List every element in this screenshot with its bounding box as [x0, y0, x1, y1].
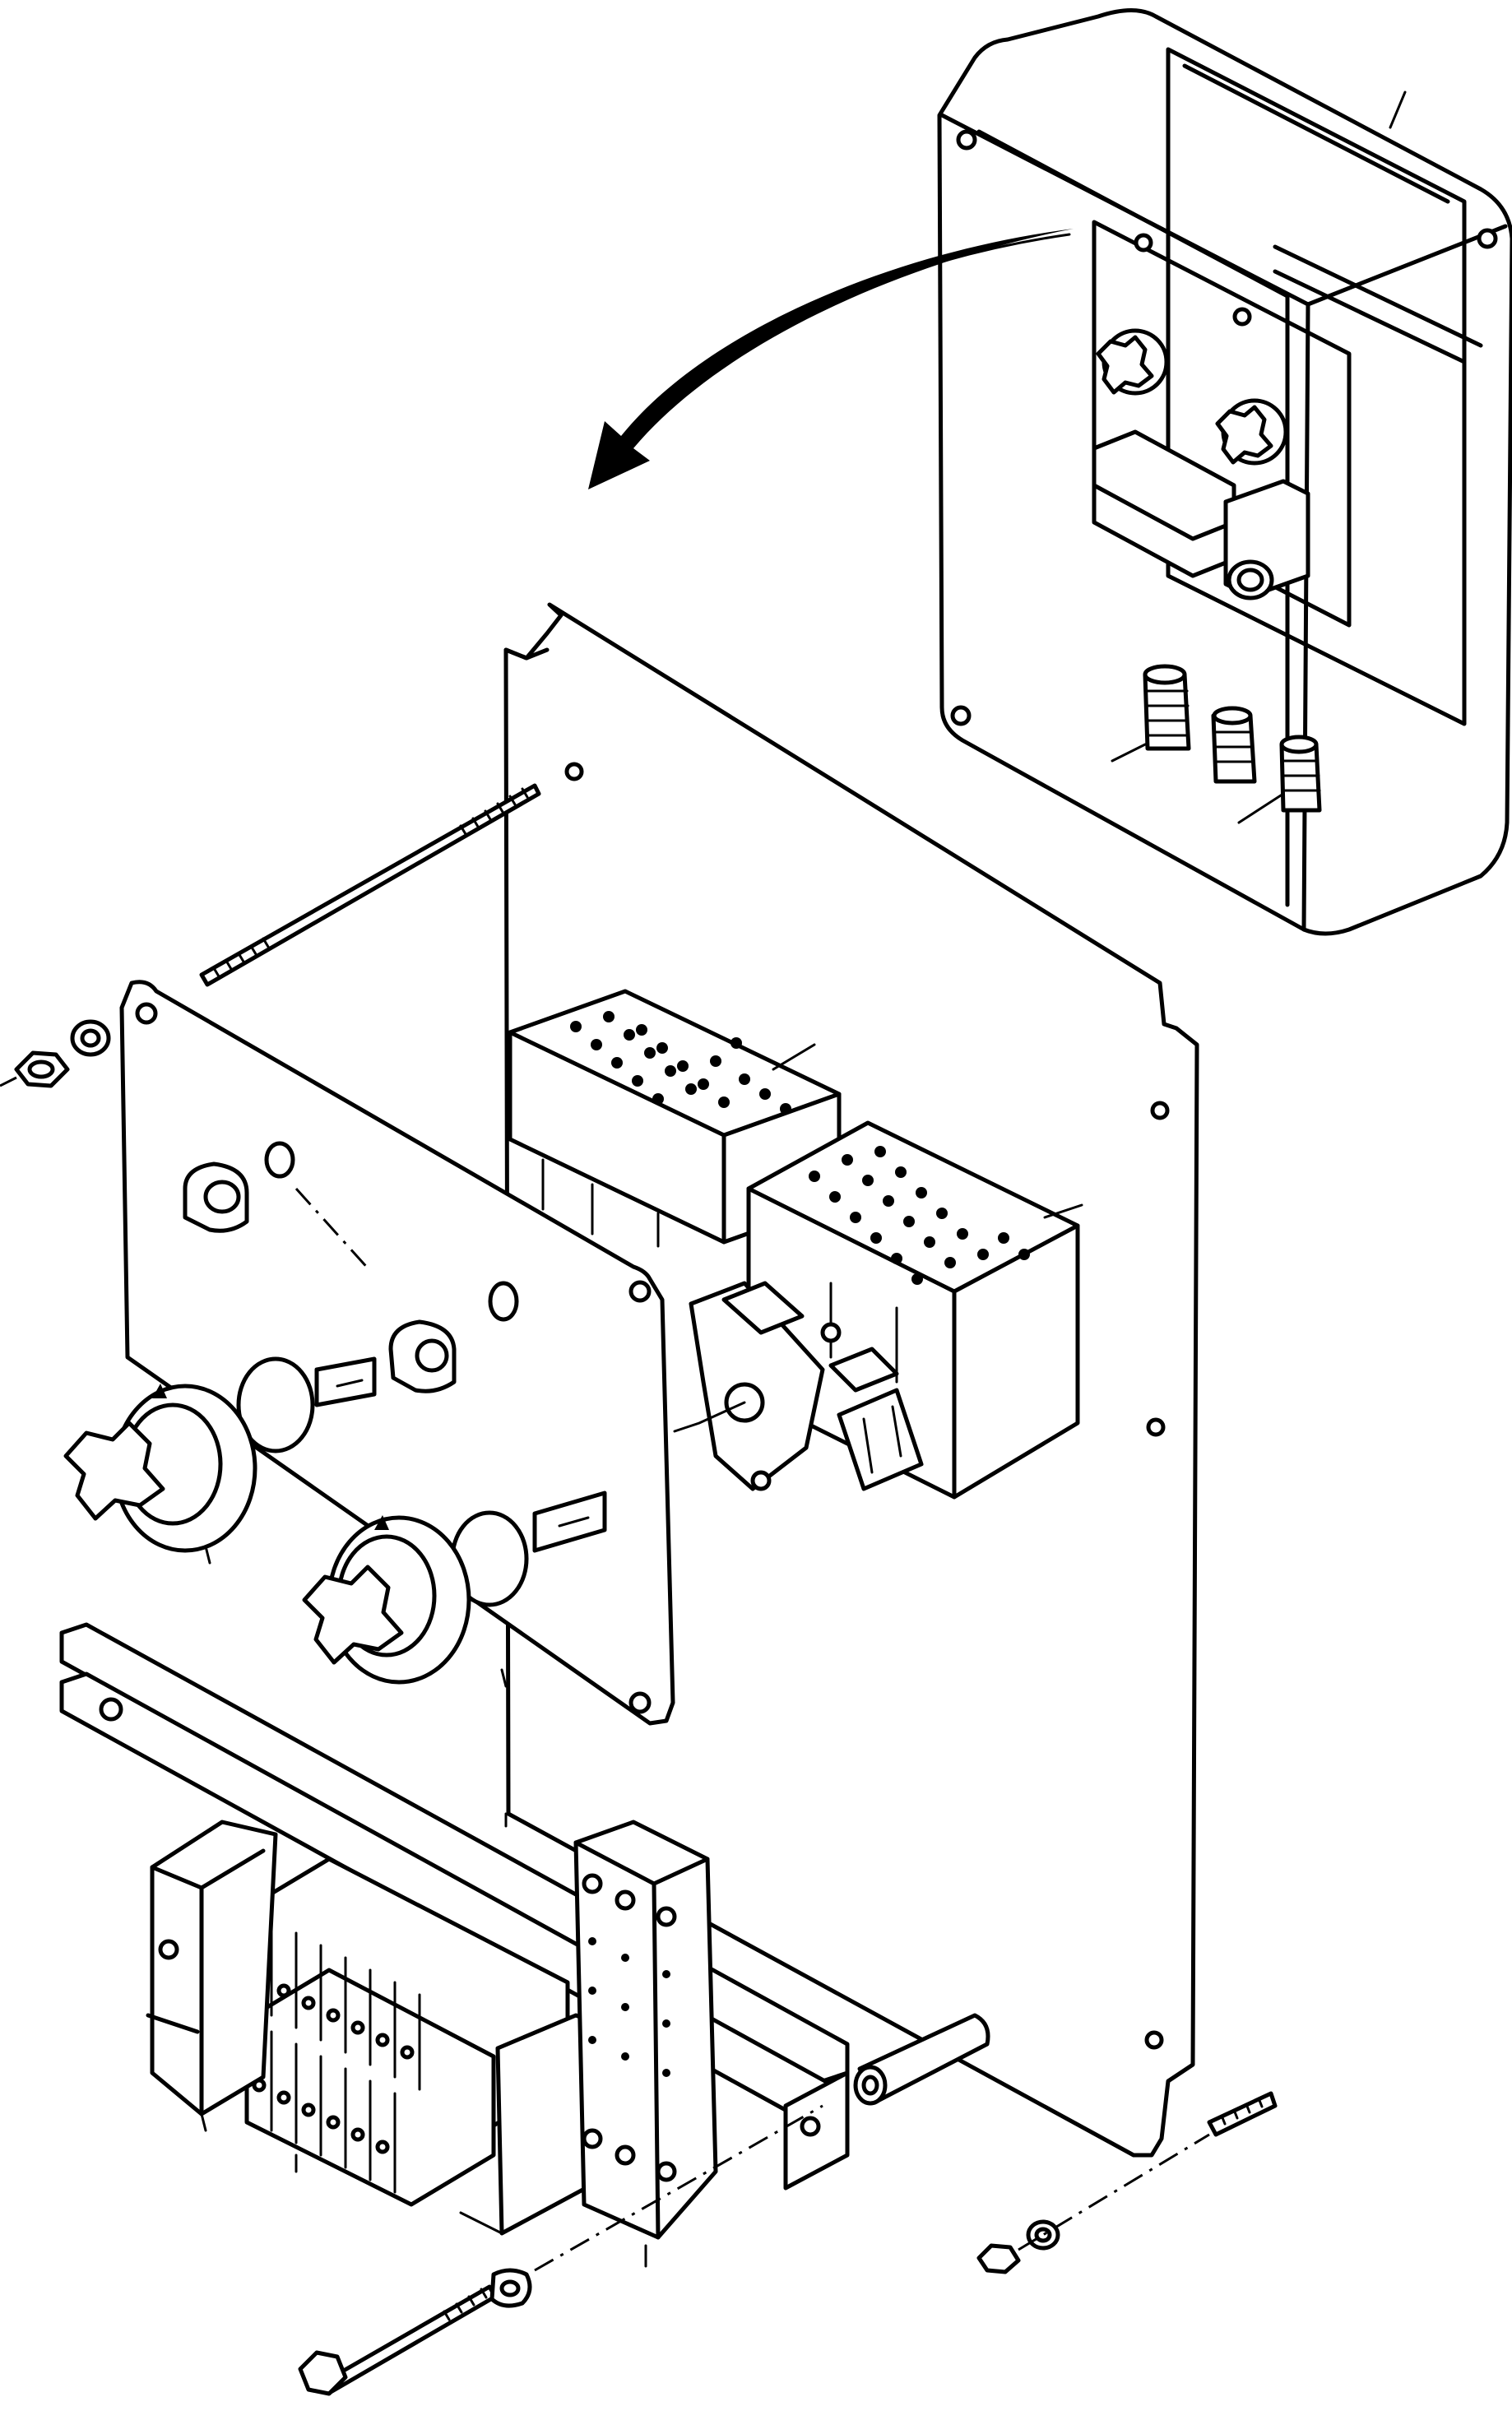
selector-knob-right [302, 1515, 508, 1688]
arrow [588, 229, 1074, 489]
bolt [298, 2104, 823, 2396]
relay-upper [508, 989, 842, 1248]
fuse-block [459, 1820, 718, 2268]
washer [70, 1019, 111, 1057]
front-panel [119, 980, 675, 1726]
nut [0, 1050, 70, 1088]
relay-lower [673, 1120, 1083, 1500]
spacer-tube [853, 2013, 990, 2106]
corner-hole-icon [1477, 228, 1498, 249]
bolt [976, 2091, 1278, 2274]
cable-glands [1143, 664, 1322, 813]
enclosure [937, 8, 1512, 936]
corner-hole-icon [956, 129, 977, 151]
threaded-rod [199, 783, 541, 987]
selector-knob-left [63, 1384, 257, 1565]
corner-hole-icon [950, 705, 972, 726]
end-stop [146, 1820, 278, 2132]
terminal-blocks [244, 1857, 570, 2207]
